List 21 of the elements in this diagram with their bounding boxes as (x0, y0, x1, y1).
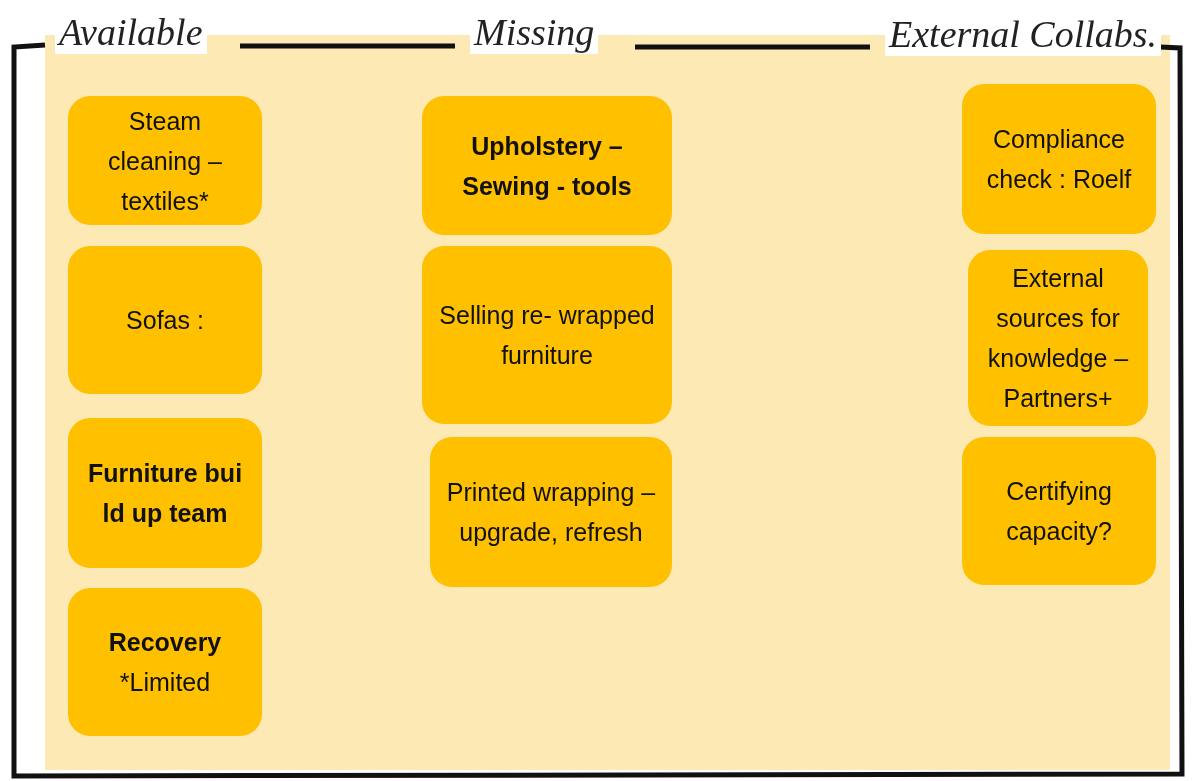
sticky-note (422, 246, 672, 424)
note-text: Furniture bui ld up team (86, 458, 244, 529)
sticky-note (68, 588, 262, 736)
note-text: Certifying capacity? (1005, 476, 1113, 547)
sticky-note (68, 418, 262, 568)
note-text: Steam cleaning – textiles* (107, 105, 223, 217)
note-text: Upholstery – Sewing - tools (461, 130, 633, 202)
note-text: *Limited (119, 667, 211, 698)
sticky-note (962, 84, 1156, 234)
note-text: Recovery (108, 627, 222, 658)
sticky-note (962, 437, 1156, 585)
note-text: Compliance check : Roelf (985, 124, 1133, 195)
note-text: Selling re- wrapped furniture (438, 300, 656, 371)
note-text: Printed wrapping – upgrade, refresh (445, 477, 657, 548)
sticky-note (430, 437, 672, 587)
sticky-note (68, 96, 262, 225)
note-text: External sources for knowledge – Partners+ (986, 263, 1130, 414)
sticky-note (68, 246, 262, 394)
note-text: Sofas : (126, 305, 204, 336)
sticky-note (422, 96, 672, 235)
sticky-note (968, 250, 1148, 426)
